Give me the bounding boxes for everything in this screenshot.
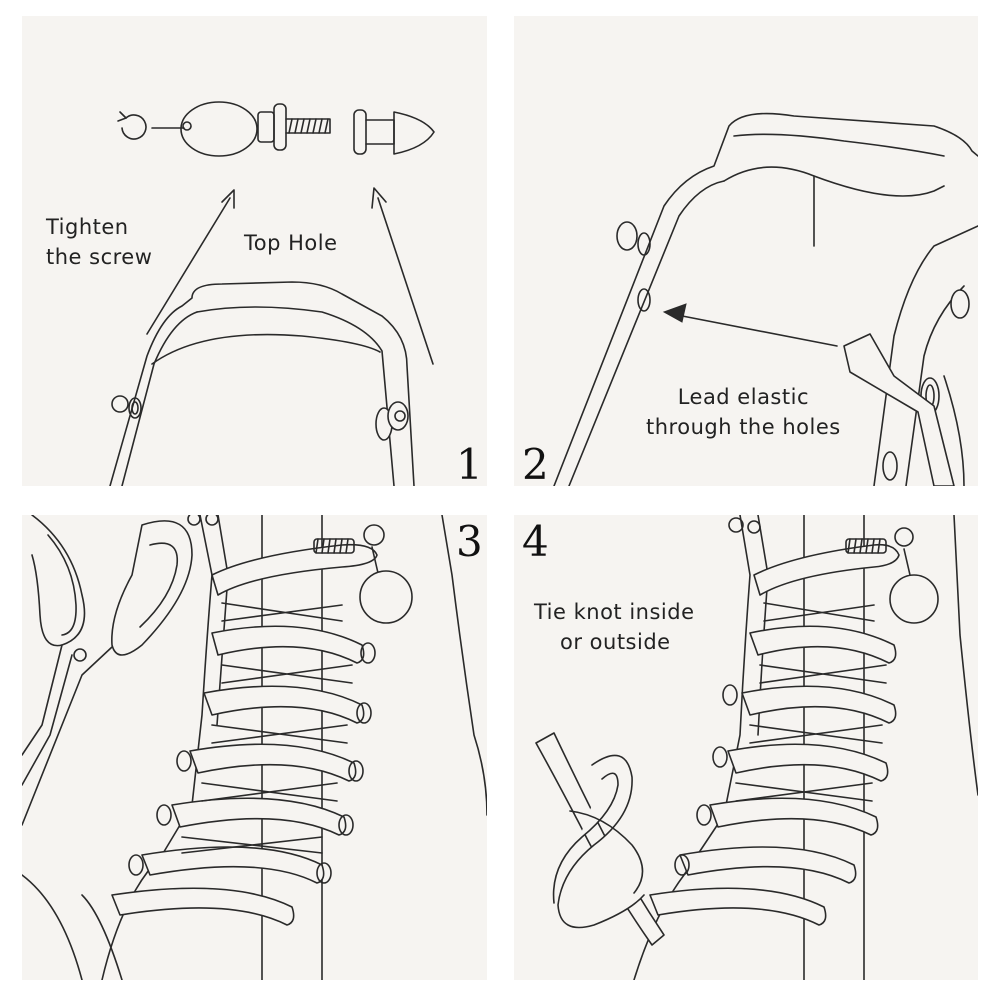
step-number: 2	[522, 440, 549, 486]
laces	[649, 527, 939, 926]
arrow-up-right	[371, 187, 434, 365]
step-number: 3	[456, 517, 483, 566]
rotate-icon	[117, 111, 147, 140]
knot-icon	[535, 732, 665, 946]
step-3-panel: 3	[22, 515, 487, 980]
step-1-illustration	[109, 101, 435, 486]
lead-elastic-caption: Lead elastic through the holes	[646, 382, 841, 442]
step-2-illustration	[553, 112, 978, 486]
caption-line: Tie knot inside	[534, 600, 695, 624]
cap-icon	[353, 109, 435, 155]
tighten-screw-caption: Tighten the screw	[46, 212, 152, 272]
caption-line: Lead elastic	[677, 385, 809, 409]
boot-drawing	[553, 112, 978, 486]
step-3-illustration	[22, 515, 487, 980]
top-hole-label: Top Hole	[244, 231, 338, 255]
scissors-icon	[22, 515, 193, 826]
caption-line: or outside	[560, 630, 671, 654]
step-4-panel: Tie knot inside or outside 4	[514, 515, 978, 980]
tie-knot-caption: Tie knot inside or outside	[534, 597, 695, 657]
caption-line: through the holes	[646, 415, 841, 439]
boot-drawing	[109, 281, 415, 486]
step-4-illustration	[535, 515, 978, 980]
caption-line: the screw	[46, 245, 153, 269]
screw-icon	[151, 101, 331, 157]
laces	[111, 524, 413, 926]
step-2-panel: Lead elastic through the holes 2	[514, 16, 978, 486]
arrow-left	[662, 303, 838, 347]
caption-line: Tighten	[46, 215, 129, 239]
step-number: 1	[456, 440, 483, 486]
step-number: 4	[522, 517, 549, 566]
step-1-panel: Tighten the screw Top Hole 1	[22, 16, 487, 486]
arrow-up-left	[146, 189, 235, 335]
